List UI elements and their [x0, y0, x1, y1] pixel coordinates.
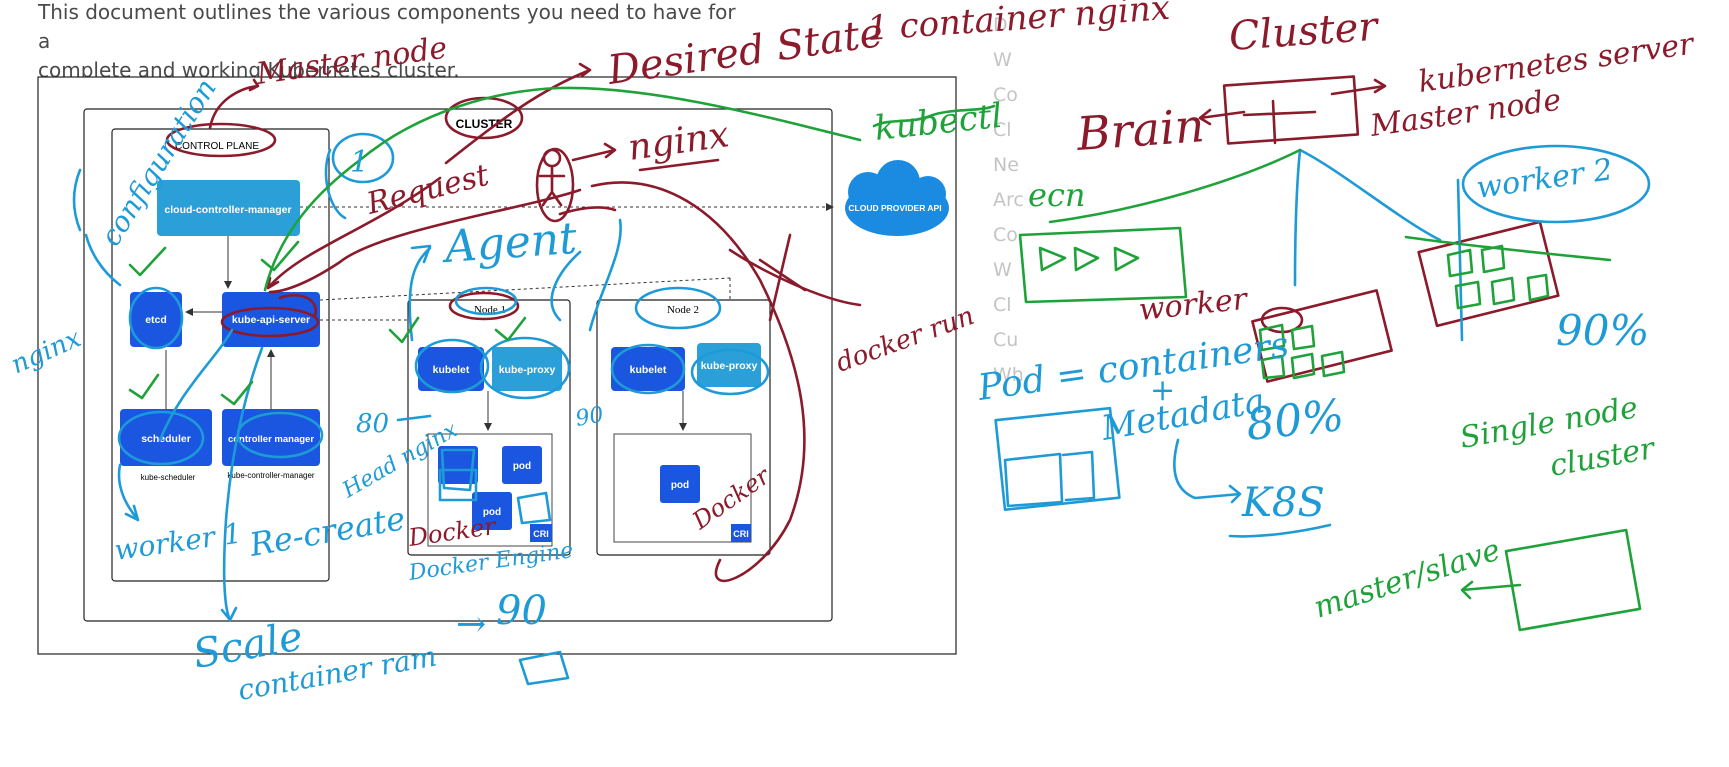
ann-brain: Brain: [1074, 98, 1206, 161]
etcd-label: etcd: [145, 314, 167, 326]
ann-one: 1: [350, 145, 369, 180]
intro-line-1: This document outlines the various compo…: [38, 0, 736, 53]
cri-badge: [530, 524, 552, 542]
toc-item[interactable]: Co: [993, 224, 1018, 246]
toc-item[interactable]: Arc: [993, 189, 1024, 211]
ann-agent: Agent: [439, 213, 579, 273]
pod-box: [438, 446, 478, 484]
toc-item[interactable]: Co: [993, 84, 1018, 106]
ann-k8s: K8S: [1241, 480, 1325, 526]
toc-item[interactable]: Cl: [993, 119, 1012, 141]
kubelet-label: kubelet: [433, 364, 470, 376]
toc-item[interactable]: W: [993, 259, 1012, 281]
cri-label: CRI: [533, 529, 549, 539]
node-2-kube-proxy-box: [697, 343, 761, 387]
cloud-provider-label: CLOUD PROVIDER API: [848, 203, 941, 213]
api-server-label: kube-api-server: [232, 314, 310, 326]
node-2-label: Node 2: [667, 304, 699, 316]
node-1-kubelet-box: [418, 347, 484, 391]
ann-cluster-title: Cluster: [1227, 4, 1381, 60]
cluster-label: CLUSTER: [456, 117, 513, 131]
ink-annotations: [72, 62, 1651, 686]
ann-ninety-ram: 90: [496, 588, 547, 634]
toc-item[interactable]: W: [993, 49, 1012, 71]
architecture-diagram: CLUSTER CONTROL PLANE cloud-controller-m…: [37, 76, 957, 655]
cri-badge: [731, 524, 751, 542]
ann-cluster-word: cluster: [1547, 431, 1658, 484]
api-to-nodes-line: [319, 277, 731, 301]
toc-item[interactable]: Di: [993, 14, 1013, 36]
ann-ecn: ecn: [1028, 176, 1085, 214]
pod-label: pod: [483, 507, 501, 518]
red-ink-strokes: [165, 62, 1560, 583]
cloud-controller-manager-box: [157, 180, 300, 236]
ann-plus: +: [1150, 373, 1175, 408]
toc-item[interactable]: Cu: [993, 329, 1019, 351]
pod-box: [502, 446, 542, 484]
scheduler-box: [120, 409, 212, 466]
table-of-contents-fragment: Di W Co Cl Ne Arc Co W Cl Cu Wh: [993, 8, 1053, 393]
control-plane-box: [111, 128, 330, 582]
control-plane-label: CONTROL PLANE: [175, 141, 259, 152]
pod-box: [472, 492, 512, 530]
toc-item[interactable]: Cl: [993, 294, 1012, 316]
kube-proxy-label: kube-proxy: [499, 364, 556, 376]
ann-metadata: Metadata: [1098, 381, 1268, 449]
pod-box: [660, 465, 700, 503]
ann-ninety-small: 90: [574, 402, 606, 431]
green-ink-strokes: [128, 86, 1642, 632]
ann-one-container-nginx: 1 container nginx: [866, 0, 1171, 49]
controller-manager-label: controller manager: [228, 434, 314, 445]
node-2-kubelet-box: [611, 347, 685, 391]
ann-eighty: 80: [356, 409, 389, 439]
ann-master-slave: master/slave: [1310, 533, 1505, 626]
toc-item[interactable]: Wh: [993, 364, 1024, 386]
controller-manager-caption: kube-controller-manager: [227, 471, 314, 480]
blue-ink-strokes: [72, 132, 1651, 686]
pod-label: pod: [513, 461, 531, 472]
cri-label: CRI: [733, 529, 749, 539]
scheduler-label: scheduler: [141, 433, 191, 445]
pod-label: pod: [671, 480, 689, 491]
ccm-label: cloud-controller-manager: [164, 204, 291, 216]
kubelet-label: kubelet: [630, 364, 667, 376]
ann-arrow-ninety: →: [456, 604, 486, 645]
cloud-provider-api: CLOUD PROVIDER API: [845, 160, 949, 236]
toc-item[interactable]: Ne: [993, 154, 1019, 176]
scheduler-caption: kube-scheduler: [141, 473, 196, 482]
ann-eighty-pct: 80%: [1244, 390, 1347, 451]
kube-proxy-label: kube-proxy: [701, 360, 758, 372]
ann-worker: worker: [1137, 282, 1250, 328]
node-1-kube-proxy-box: [492, 347, 562, 391]
ann-ninety-pct: 90%: [1556, 306, 1649, 355]
ann-worker2: worker 2: [1474, 152, 1615, 206]
etcd-box: [130, 292, 182, 347]
